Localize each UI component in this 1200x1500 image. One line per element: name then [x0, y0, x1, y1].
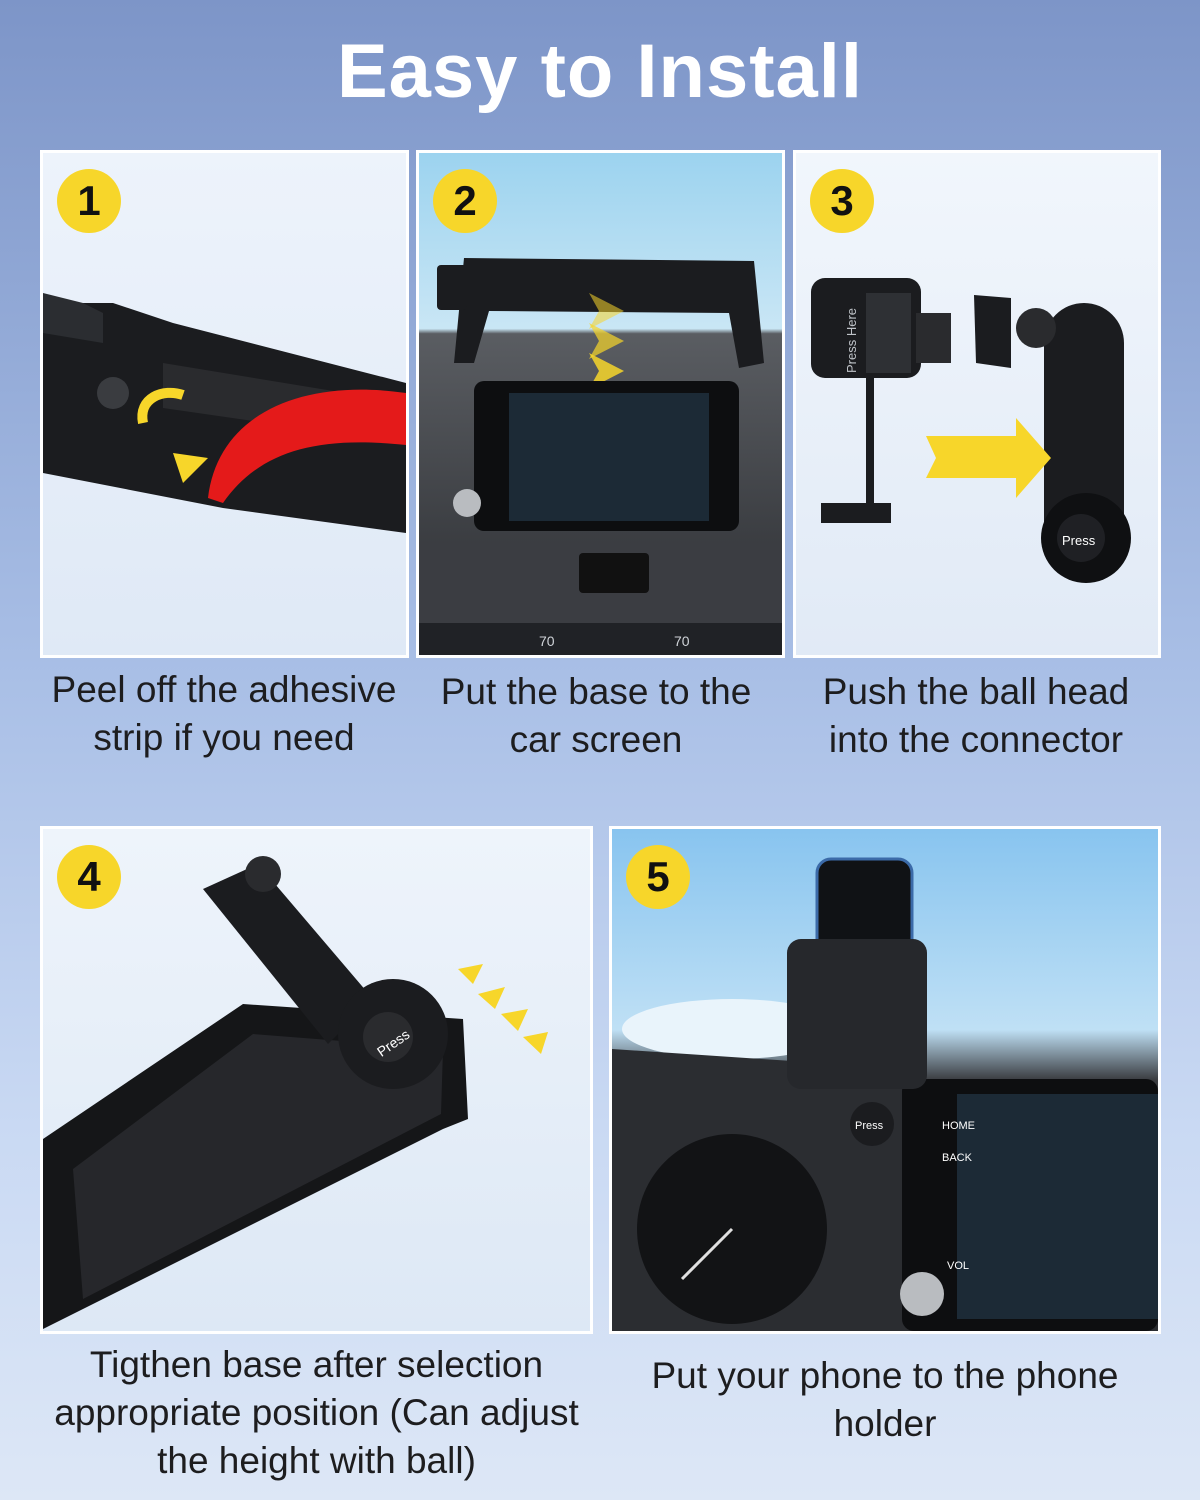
temp-right-text: 70 — [674, 633, 690, 649]
rotate-arrow-1 — [458, 964, 483, 984]
clip-hook — [821, 503, 891, 523]
phone-holder-cradle — [787, 939, 927, 1089]
step-2-panel: 70 70 2 — [416, 150, 785, 658]
step-2-badge: 2 — [433, 169, 497, 233]
climate-panel — [419, 623, 782, 655]
knob-center — [363, 1012, 413, 1062]
step-4-panel: Press 4 — [40, 826, 593, 1334]
mount-base-top — [73, 1034, 443, 1299]
step-1-panel: 1 — [40, 150, 409, 658]
ball-head-angled — [245, 856, 281, 892]
step-5-illustration: Press HOME BACK VOL — [612, 857, 1158, 1331]
rotate-arrow-4 — [523, 1032, 548, 1054]
press-text: Press — [1062, 533, 1096, 548]
clip-hook-arm — [866, 378, 874, 518]
home-label: HOME — [942, 1120, 975, 1132]
page-title: Easy to Install — [336, 29, 864, 114]
peel-arrow-head — [173, 453, 208, 483]
press-here-text: Press Here — [844, 308, 859, 373]
back-label: BACK — [942, 1152, 973, 1164]
step-5-panel: Press HOME BACK VOL 5 — [609, 826, 1161, 1334]
rotate-arrow-3 — [501, 1009, 528, 1031]
temp-left-text: 70 — [539, 633, 555, 649]
volume-knob — [453, 489, 481, 517]
volume-knob-5 — [900, 1272, 944, 1316]
step-1-caption: Peel off the adhesive strip if you need — [51, 669, 397, 758]
mount-clip-shape — [43, 293, 103, 343]
step-5-caption: Put your phone to the phone holder — [651, 1355, 1119, 1444]
step-5-badge: 5 — [626, 845, 690, 909]
peel-arrow-curve — [137, 387, 185, 424]
mount-base-shape — [43, 303, 406, 533]
step-2-illustration: 70 70 — [419, 258, 782, 655]
rotate-arrow-2 — [478, 987, 505, 1009]
step-3-panel: Press Here Press 3 — [793, 150, 1161, 658]
step-1-illustration — [43, 293, 406, 533]
step-4-illustration: Press — [43, 856, 548, 1329]
adapter-piece — [974, 295, 1011, 368]
step-2-caption: Put the base to the car screen — [440, 671, 752, 760]
press-text-5: Press — [855, 1120, 884, 1132]
screw-shape — [97, 377, 129, 409]
ball-head — [1016, 308, 1056, 348]
step-4-caption: Tigthen base after selection appropriate… — [54, 1344, 579, 1481]
adhesive-strip-shape — [208, 389, 406, 503]
step-1-badge: 1 — [57, 169, 121, 233]
ball-arm-angled — [203, 864, 373, 1044]
screen-base-shape — [454, 258, 764, 368]
down-arrow-3 — [589, 353, 624, 389]
press-button — [1057, 514, 1105, 562]
vent-clip-grip — [866, 293, 911, 373]
step-3-caption: Push the ball head into the connector — [822, 671, 1130, 760]
vol-label: VOL — [947, 1260, 969, 1272]
clip-connector — [916, 313, 951, 363]
car-screen-display-5 — [957, 1094, 1158, 1319]
car-screen-display — [509, 393, 709, 521]
push-arrow — [926, 418, 1051, 498]
down-arrow-2 — [589, 323, 624, 359]
holder-press-disc — [850, 1102, 894, 1146]
step-3-badge: 3 — [810, 169, 874, 233]
base-clip-shape — [437, 265, 467, 310]
down-arrow-1 — [589, 293, 624, 329]
speedo-needle — [680, 1227, 734, 1281]
step-3-illustration: Press Here Press — [811, 278, 1131, 583]
step-4-badge: 4 — [57, 845, 121, 909]
hazard-panel — [579, 553, 649, 593]
